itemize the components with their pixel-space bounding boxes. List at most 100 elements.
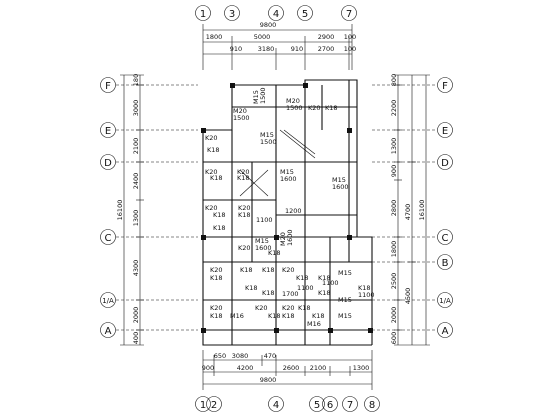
left-axis-e: E bbox=[105, 126, 111, 137]
top-axis-bubbles: 1 3 4 5 7 bbox=[195, 5, 357, 21]
bottom-dim-4: 900 bbox=[202, 364, 214, 372]
label-k18-c: K18 bbox=[210, 174, 223, 182]
label-k20-k: K20 bbox=[255, 304, 268, 312]
top-dim-9: 100 bbox=[344, 45, 356, 53]
top-dim-7: 910 bbox=[291, 45, 303, 53]
label-m15-c: M15 bbox=[280, 168, 294, 176]
label-k18-e: K18 bbox=[213, 211, 226, 219]
bottom-axis-4: 4 bbox=[273, 400, 279, 411]
right-dimension-chain: 800 2200 1300 900 2800 1800 2500 2000 60… bbox=[390, 74, 430, 346]
label-k20-b: K20 bbox=[205, 134, 218, 142]
right-dim-8: 600 bbox=[390, 332, 398, 344]
bottom-dim-8: 1300 bbox=[353, 364, 370, 372]
label-m20-b: M20 bbox=[286, 97, 300, 105]
label-1500-a: 1500 bbox=[233, 114, 250, 122]
label-m15-b: M15 bbox=[260, 131, 274, 139]
label-m15-e: M15 bbox=[255, 237, 269, 245]
bottom-axis-8: 8 bbox=[369, 400, 375, 411]
label-k18-o: K18 bbox=[210, 312, 223, 320]
left-total-dim: 16100 bbox=[116, 200, 124, 221]
right-axis-bubbles: F E D C B 1/A A bbox=[372, 77, 453, 338]
label-1100-c: 1100 bbox=[358, 291, 375, 299]
left-dimension-chain: 180 3000 2100 2400 1300 4300 2000 400 16… bbox=[116, 74, 144, 346]
right-axis-f: F bbox=[442, 81, 448, 92]
label-k18-g: K18 bbox=[213, 224, 226, 232]
right-axis-e: E bbox=[442, 126, 448, 137]
label-m15-h: M15 bbox=[338, 312, 352, 320]
right-dim-0: 800 bbox=[390, 74, 398, 86]
label-m15-f: M15 bbox=[338, 269, 352, 277]
right-axis-c: C bbox=[442, 233, 449, 244]
left-dim-4: 1300 bbox=[132, 210, 140, 227]
label-k18-s: K18 bbox=[312, 312, 325, 320]
label-k18-k: K18 bbox=[262, 266, 275, 274]
label-k20-c: K20 bbox=[205, 168, 218, 176]
left-axis-bubbles: F E D C 1/A A bbox=[100, 77, 198, 338]
label-k18-q: K18 bbox=[358, 284, 371, 292]
right-total-dim: 16100 bbox=[418, 200, 426, 221]
label-k18-t: K18 bbox=[268, 312, 281, 320]
label-k18-d: K18 bbox=[237, 174, 250, 182]
label-k20-d: K20 bbox=[237, 168, 250, 176]
left-dim-2: 2100 bbox=[132, 138, 140, 155]
right-mid-dim-2: 4500 bbox=[404, 288, 412, 305]
label-k18-v: K18 bbox=[318, 289, 331, 297]
label-1500-d: 1500 bbox=[260, 138, 277, 146]
label-k18-r: K18 bbox=[298, 304, 311, 312]
bottom-axis-1: 1 bbox=[200, 400, 206, 411]
label-k20-a: K20 bbox=[308, 104, 321, 112]
label-m15-top: M15 bbox=[252, 90, 260, 104]
bottom-dim-2: 3080 bbox=[232, 352, 249, 360]
bottom-axis-bubbles: 1 2 4 5 6 7 8 bbox=[195, 396, 380, 412]
label-k18-h: K18 bbox=[210, 274, 223, 282]
label-1100-b: 1100 bbox=[322, 279, 339, 287]
left-dim-3: 2400 bbox=[132, 173, 140, 190]
top-axis-7: 7 bbox=[346, 9, 352, 20]
bottom-axis-2: 2 bbox=[211, 400, 217, 411]
label-m16-a: M16 bbox=[230, 312, 244, 320]
label-1700-a: 1700 bbox=[282, 290, 299, 298]
label-m20-a: M20 bbox=[233, 107, 247, 115]
label-k18-j: K18 bbox=[240, 266, 253, 274]
right-dim-5: 1800 bbox=[390, 241, 398, 258]
label-1500-b: 1500 bbox=[259, 87, 267, 104]
label-m20-c: M20 bbox=[279, 232, 287, 246]
top-dim-6: 3180 bbox=[258, 45, 275, 53]
label-k18-b: K18 bbox=[207, 146, 220, 154]
label-k18-p: K18 bbox=[262, 289, 275, 297]
label-1600-b: 1600 bbox=[332, 183, 349, 191]
top-dim-1: 1800 bbox=[206, 33, 223, 41]
right-axis-1a: 1/A bbox=[439, 297, 451, 305]
label-k20-h: K20 bbox=[238, 244, 251, 252]
left-axis-c: C bbox=[105, 233, 112, 244]
left-axis-1a: 1/A bbox=[102, 297, 114, 305]
bottom-dim-5: 4200 bbox=[237, 364, 254, 372]
top-dim-2: 5000 bbox=[254, 33, 271, 41]
label-1100-a: 1100 bbox=[256, 216, 273, 224]
label-m15-d: M15 bbox=[332, 176, 346, 184]
bottom-dim-7: 2100 bbox=[310, 364, 327, 372]
bottom-axis-6: 6 bbox=[327, 400, 333, 411]
label-k20-l: K20 bbox=[282, 304, 295, 312]
label-1100-d: 1100 bbox=[297, 284, 314, 292]
right-axis-b: B bbox=[442, 258, 449, 269]
left-dim-0: 180 bbox=[132, 74, 140, 86]
right-axis-a: A bbox=[442, 326, 449, 337]
right-dim-1: 2200 bbox=[390, 100, 398, 117]
right-dim-4: 2800 bbox=[390, 200, 398, 217]
right-axis-d: D bbox=[441, 158, 449, 169]
left-dim-5: 4300 bbox=[132, 260, 140, 277]
bottom-axis-5: 5 bbox=[314, 400, 320, 411]
left-axis-d: D bbox=[104, 158, 112, 169]
label-m16-b: M16 bbox=[307, 320, 321, 328]
bottom-dim-3: 470 bbox=[264, 352, 276, 360]
element-labels: M20 1500 M15 1500 M20 1500 K20 K18 M15 1… bbox=[205, 87, 375, 328]
right-dim-3: 900 bbox=[390, 165, 398, 177]
label-k20-j: K20 bbox=[210, 304, 223, 312]
label-k18-u: K18 bbox=[282, 312, 295, 320]
label-1600-a: 1600 bbox=[280, 175, 297, 183]
top-dim-4: 100 bbox=[344, 33, 356, 41]
label-k20-g: K20 bbox=[210, 266, 223, 274]
label-k18-m: K18 bbox=[318, 274, 331, 282]
